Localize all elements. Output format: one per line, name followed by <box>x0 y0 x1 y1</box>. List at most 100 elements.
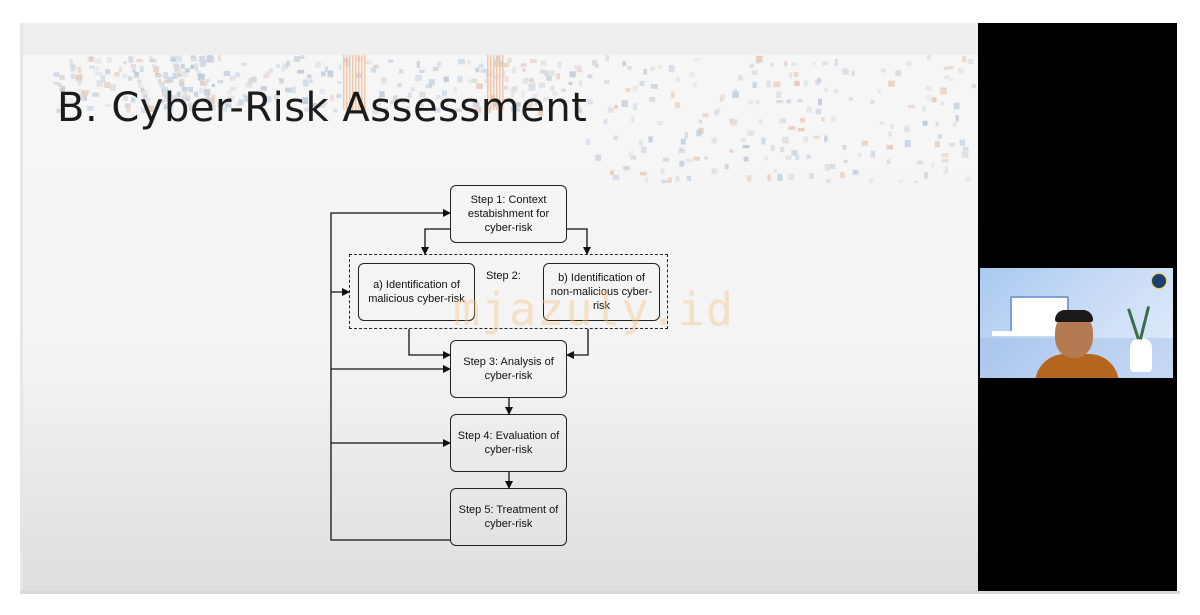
webcam-background-vase <box>1130 338 1152 372</box>
slide-top-band <box>23 23 978 55</box>
decor-pixel <box>428 79 435 86</box>
decor-pixel <box>167 102 174 107</box>
decor-pixel <box>870 99 875 104</box>
decor-pixel <box>906 61 912 66</box>
decor-pixel <box>193 91 199 97</box>
decor-pixel <box>851 70 855 77</box>
decor-pixel <box>96 80 103 87</box>
decor-pixel <box>943 171 948 175</box>
decor-pixel <box>181 64 185 69</box>
decor-pixel <box>671 91 675 99</box>
decor-pixel <box>217 102 222 108</box>
decor-pixel <box>188 105 193 111</box>
decor-pixel <box>941 153 949 158</box>
decor-pixel <box>587 74 593 79</box>
decor-pixel <box>375 103 381 108</box>
decor-pixel <box>557 61 562 68</box>
decor-pixel <box>53 81 58 85</box>
decor-pixel <box>453 86 457 93</box>
decor-pixel <box>752 82 757 88</box>
decor-pixel <box>623 166 630 171</box>
decor-pixel <box>791 62 797 66</box>
decor-pixel <box>278 77 284 82</box>
decor-pixel <box>434 107 441 113</box>
decor-pixel <box>720 94 726 101</box>
decor-line <box>358 55 360 110</box>
decor-pixel <box>188 87 194 93</box>
decor-pixel <box>550 86 555 91</box>
step4-box: Step 4: Evaluation of cyber-risk <box>450 414 567 472</box>
decor-pixel <box>132 64 137 71</box>
decor-pixel <box>171 58 176 62</box>
decor-pixel <box>187 102 193 107</box>
decor-pixel <box>818 98 822 106</box>
decor-pixel <box>639 81 645 86</box>
decor-pixel <box>307 74 312 78</box>
decor-pixel <box>93 66 99 71</box>
frame-bottom-edge <box>20 591 1180 594</box>
decor-pixel <box>962 56 967 62</box>
decor-pixel <box>309 78 313 84</box>
decor-pixel <box>530 78 534 82</box>
decor-pixel <box>424 98 431 102</box>
decor-pixel <box>294 56 301 62</box>
decor-pixel <box>365 60 372 65</box>
decor-pixel <box>100 75 106 83</box>
decor-pixel <box>806 106 812 113</box>
decor-pixel <box>475 106 482 110</box>
decor-pixel <box>383 107 389 114</box>
decor-pixel <box>217 55 221 62</box>
decor-pixel <box>397 83 402 88</box>
decor-pixel <box>512 67 517 73</box>
decor-pixel <box>113 105 119 113</box>
decor-line <box>493 55 495 110</box>
decor-pixel <box>552 91 558 96</box>
decor-pixel <box>144 97 151 103</box>
decor-pixel <box>732 91 739 99</box>
decor-pixel <box>539 101 543 107</box>
webcam-video-tile[interactable] <box>980 268 1173 378</box>
webcam-background-desk <box>992 331 1087 336</box>
decor-pixel <box>158 79 162 83</box>
decor-pixel <box>494 94 501 98</box>
decor-pixel <box>826 179 831 183</box>
decor-pixel <box>197 73 205 81</box>
decor-pixel <box>568 81 573 85</box>
decor-pixel <box>657 65 663 69</box>
decor-pixel <box>511 89 515 94</box>
decor-pixel <box>390 100 395 105</box>
decor-pixel <box>693 156 701 161</box>
decor-pixel <box>934 141 940 148</box>
decor-pixel <box>475 67 480 73</box>
decor-pixel <box>379 91 385 98</box>
decor-pixel <box>621 100 628 107</box>
decor-pixel <box>931 162 935 168</box>
decor-pixel <box>944 75 950 79</box>
decor-pixel <box>89 56 93 61</box>
decor-line <box>502 55 504 110</box>
decor-pixel <box>922 120 928 126</box>
decor-pixel <box>159 81 165 87</box>
decor-pixel <box>680 146 684 151</box>
decor-pixel <box>962 147 969 152</box>
decor-pixel <box>668 64 675 72</box>
decor-pixel <box>372 108 379 115</box>
decor-pixel <box>507 57 512 63</box>
decor-pixel <box>455 108 462 112</box>
decor-pixel <box>126 105 131 113</box>
decor-pixel <box>576 66 583 73</box>
decor-pixel <box>528 98 533 106</box>
decor-pixel <box>662 157 669 162</box>
decor-pixel <box>301 97 309 105</box>
decor-pixel <box>604 80 610 84</box>
decor-pixel <box>141 107 148 114</box>
decor-pixel <box>104 82 111 88</box>
decor-pixel <box>162 89 168 97</box>
decor-pixel <box>131 97 136 103</box>
decor-pixel <box>285 87 293 93</box>
decor-pixel <box>320 71 326 77</box>
decor-pixel <box>831 116 837 122</box>
decor-pixel <box>158 99 165 104</box>
decor-pixel <box>141 90 149 97</box>
decor-pixel <box>592 59 598 66</box>
